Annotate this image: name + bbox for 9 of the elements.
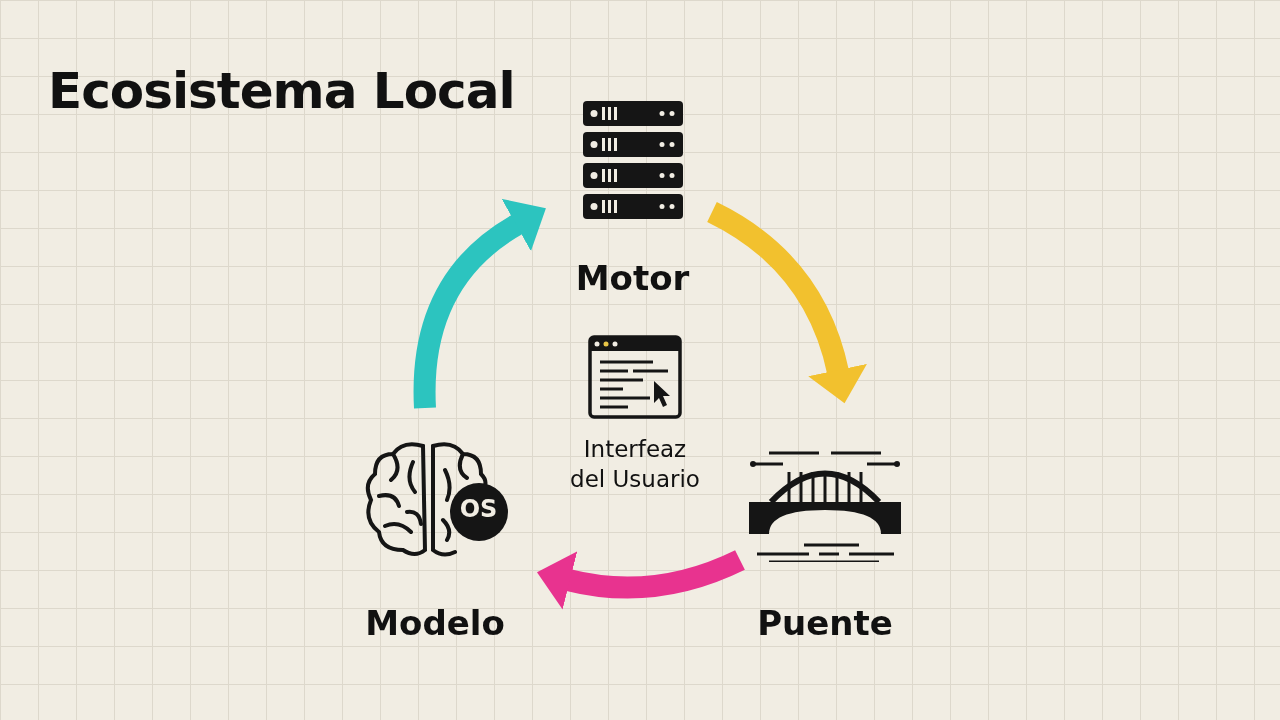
os-label: OS xyxy=(458,495,499,523)
curved-arrow xyxy=(706,202,867,404)
curved-arrow xyxy=(536,550,745,610)
curved-arrow xyxy=(413,199,546,409)
node-label: Puente xyxy=(757,601,893,645)
node-label: Motor xyxy=(575,256,690,300)
node-label: Modelo xyxy=(365,601,505,645)
title: Ecosistema Local xyxy=(48,62,515,120)
node-label: Interfeaz del Usuario xyxy=(569,435,701,495)
